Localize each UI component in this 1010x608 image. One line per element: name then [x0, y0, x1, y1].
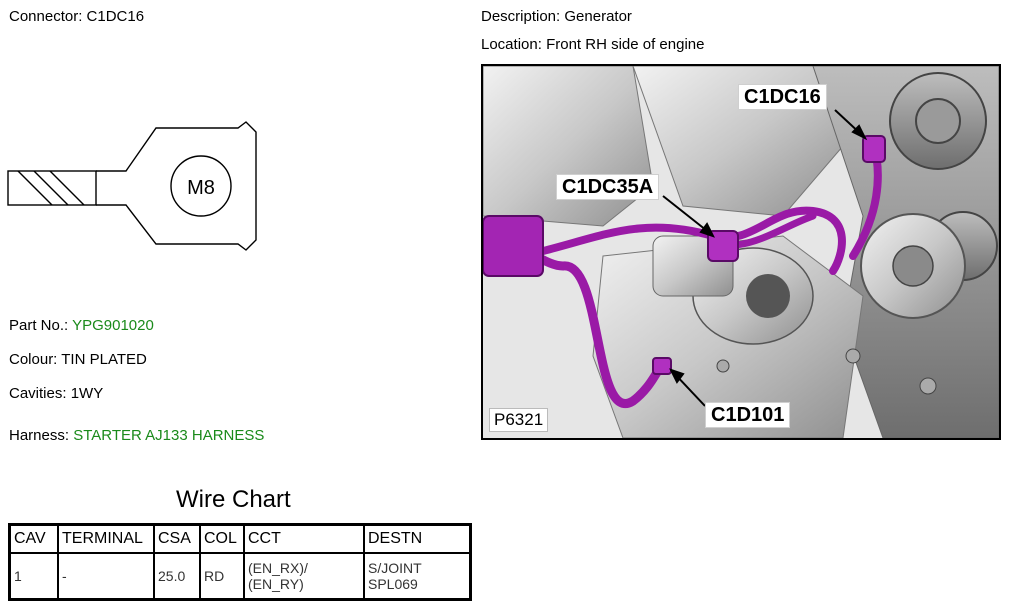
callout-c1d101: C1D101: [705, 402, 791, 428]
cavities-label: Cavities:: [9, 385, 67, 402]
c1dc35a-terminal: [707, 230, 739, 262]
location-line: Location: Front RH side of engine: [481, 36, 704, 53]
location-label: Location:: [481, 36, 542, 53]
wire-chart-title: Wire Chart: [176, 486, 291, 513]
cavities-line: Cavities: 1WY: [9, 385, 103, 402]
colour-value: TIN PLATED: [61, 351, 147, 368]
colour-label: Colour:: [9, 351, 58, 368]
connector-line: Connector: C1DC16: [9, 8, 144, 25]
table-header-row: CAV TERMINAL CSA COL CCT DESTN: [8, 523, 472, 554]
header-cav: CAV: [8, 523, 59, 554]
cell-csa: 25.0: [153, 552, 201, 601]
cell-terminal: -: [57, 552, 155, 601]
destn-line-2: SPL069: [368, 576, 418, 592]
cell-cav: 1: [8, 552, 59, 601]
cct-line-1: (EN_RX)/: [248, 560, 308, 576]
description-line: Description: Generator: [481, 8, 632, 25]
connector-value: C1DC16: [86, 8, 145, 25]
stud-hole: [170, 155, 232, 217]
header-col: COL: [199, 523, 245, 554]
cct-line-2: (EN_RY): [248, 576, 304, 592]
thread-size-label: M8: [187, 177, 215, 199]
location-value: Front RH side of engine: [546, 36, 705, 53]
part-no-label: Part No.:: [9, 317, 69, 334]
connector-label: Connector:: [9, 8, 83, 25]
part-no-link[interactable]: YPG901020: [72, 317, 154, 334]
c1d101-terminal: [652, 357, 672, 375]
engine-location-image: C1DC16 C1DC35A C1D101 P6321: [481, 64, 1001, 440]
terminal-barrel: [7, 170, 97, 206]
description-label: Description:: [481, 8, 561, 25]
destn-line-1: S/JOINT: [368, 560, 422, 576]
terminal-ring-outline: [96, 121, 257, 251]
harness-connector-block: [483, 215, 544, 277]
header-cct: CCT: [243, 523, 365, 554]
harness-label: Harness:: [9, 427, 70, 444]
engine-illustration: [483, 66, 999, 438]
part-no-line: Part No.: YPG901020: [9, 317, 154, 334]
colour-line: Colour: TIN PLATED: [9, 351, 147, 368]
c1dc16-terminal: [862, 135, 886, 163]
header-terminal: TERMINAL: [57, 523, 155, 554]
callout-c1dc35a: C1DC35A: [556, 174, 660, 200]
ring-terminal-drawing: M8: [7, 121, 257, 251]
wire-chart-table: CAV TERMINAL CSA COL CCT DESTN 1 - 25.0 …: [8, 523, 472, 601]
header-destn: DESTN: [363, 523, 472, 554]
table-row: 1 - 25.0 RD (EN_RX)/ (EN_RY) S/JOINT SPL…: [8, 552, 472, 601]
harness-line: Harness: STARTER AJ133 HARNESS: [9, 427, 264, 444]
cell-destn: S/JOINT SPL069: [363, 552, 472, 601]
cell-col: RD: [199, 552, 245, 601]
cavities-value: 1WY: [70, 385, 104, 402]
cell-cct: (EN_RX)/ (EN_RY): [243, 552, 365, 601]
harness-link[interactable]: STARTER AJ133 HARNESS: [73, 427, 265, 444]
header-csa: CSA: [153, 523, 201, 554]
callout-c1dc16: C1DC16: [738, 84, 827, 110]
photo-reference-id: P6321: [489, 408, 549, 432]
description-value: Generator: [564, 8, 632, 25]
